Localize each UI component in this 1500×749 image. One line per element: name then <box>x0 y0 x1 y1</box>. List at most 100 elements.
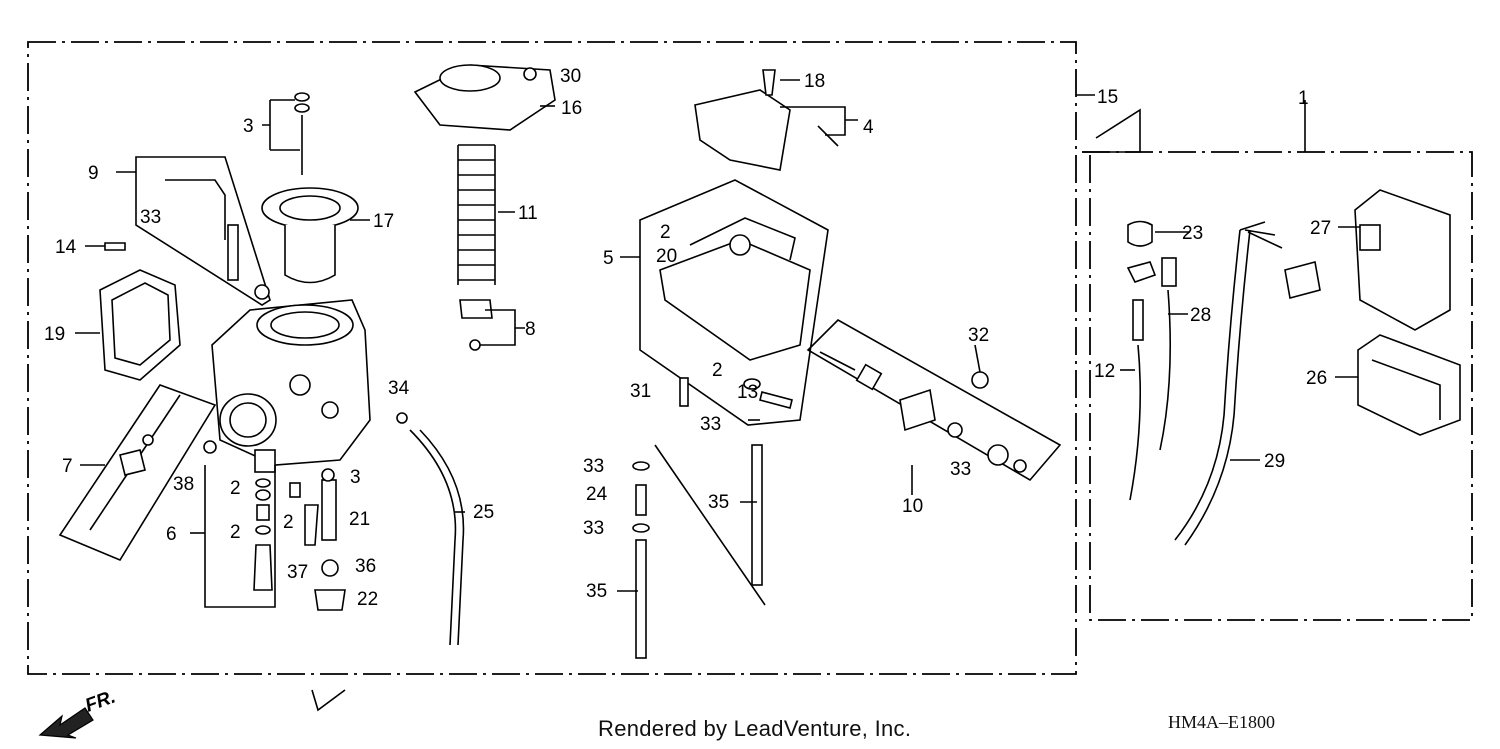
part-31-screw <box>679 377 689 407</box>
callout-1: 1 <box>1298 88 1309 109</box>
part-9-group-outline <box>135 156 271 306</box>
part-12-sensor-lead <box>1129 299 1144 501</box>
part-35-tube-lower <box>635 539 647 659</box>
part-34-clip <box>396 412 408 424</box>
part-10-spring <box>819 351 856 371</box>
callout-13: 13 <box>737 382 758 403</box>
callout-25: 25 <box>473 502 494 523</box>
callout-17: 17 <box>373 211 394 232</box>
callout-33: 33 <box>583 456 604 477</box>
callout-2: 2 <box>230 522 241 543</box>
part-9-spring <box>227 224 239 281</box>
callout-10: 10 <box>902 496 923 517</box>
frame-break-mark <box>1082 108 1141 153</box>
part-29-wire-harness <box>1174 221 1321 546</box>
callout-33: 33 <box>950 459 971 480</box>
part-23-cap <box>1127 220 1153 247</box>
callout-9: 9 <box>88 163 99 184</box>
callout-18: 18 <box>804 71 825 92</box>
callout-21: 21 <box>349 509 370 530</box>
callout-2: 2 <box>230 478 241 499</box>
callout-3: 3 <box>350 467 361 488</box>
callout-2: 2 <box>283 512 294 533</box>
callout-15: 15 <box>1097 87 1118 108</box>
callout-12: 12 <box>1094 361 1115 382</box>
front-direction-arrow-icon <box>38 707 94 739</box>
callout-35: 35 <box>708 492 729 513</box>
callout-7: 7 <box>62 456 73 477</box>
part-36-jet <box>321 559 339 577</box>
part-5-group-outline <box>639 179 829 426</box>
callout-33: 33 <box>583 518 604 539</box>
callout-23: 23 <box>1182 223 1203 244</box>
part-13-washer <box>743 378 761 390</box>
callout-19: 19 <box>44 324 65 345</box>
part-10-cover <box>899 388 936 432</box>
callout-20: 20 <box>656 246 677 267</box>
callout-26: 26 <box>1306 368 1327 389</box>
part-4-pin <box>817 125 839 147</box>
part-17-vacuum-piston <box>261 187 359 284</box>
part-9-hose <box>165 179 226 240</box>
diagram-code: HM4A–E1800 <box>1168 712 1275 732</box>
part-7-group-outline <box>58 384 217 562</box>
part-16-top-cover <box>413 64 556 131</box>
callout-29: 29 <box>1264 451 1285 472</box>
part-5-float-chamber <box>659 217 811 361</box>
part-4-float <box>694 89 791 171</box>
part-22-plug <box>314 589 346 611</box>
callout-4: 4 <box>863 117 874 138</box>
callout-37: 37 <box>287 562 308 583</box>
callout-36: 36 <box>355 556 376 577</box>
carburetor-assembly-frame <box>27 41 1077 675</box>
part-3-screw <box>321 468 335 482</box>
part-18-needle-valve <box>762 69 776 96</box>
callout-35: 35 <box>586 581 607 602</box>
front-marker: FR. <box>83 686 119 716</box>
callout-2: 2 <box>660 222 671 243</box>
kit-frame <box>1082 151 1473 621</box>
part-8-holder <box>459 299 493 319</box>
callout-38: 38 <box>173 474 194 495</box>
part-6-group-outline <box>204 465 276 608</box>
callout-30: 30 <box>560 66 581 87</box>
leader-lines <box>116 79 1360 592</box>
callout-11: 11 <box>518 203 538 224</box>
callout-2: 2 <box>712 360 723 381</box>
callout-8: 8 <box>525 319 536 340</box>
carburetor-body <box>211 299 371 473</box>
part-25-tube <box>409 429 457 646</box>
callout-27: 27 <box>1310 218 1331 239</box>
callout-3: 3 <box>243 116 254 137</box>
render-credit: Rendered by LeadVenture, Inc. <box>598 716 912 741</box>
callout-24: 24 <box>586 484 608 505</box>
callout-14: 14 <box>55 237 77 258</box>
callout-31: 31 <box>630 381 651 402</box>
part-38-screw <box>203 440 217 454</box>
part-19-cover <box>99 269 181 381</box>
part-27-ignition-module <box>1354 189 1451 331</box>
callout-16: 16 <box>561 98 582 119</box>
callout-28: 28 <box>1190 305 1211 326</box>
callout-5: 5 <box>603 248 614 269</box>
part-37-jet <box>304 504 319 546</box>
part-21-needle-jet <box>321 479 337 541</box>
tube-guide-line <box>654 444 766 606</box>
part-28-wire <box>1126 257 1177 451</box>
callout-32: 32 <box>968 325 989 346</box>
callout-6: 6 <box>166 524 177 545</box>
part-30-screw <box>523 67 537 81</box>
callout-33: 33 <box>700 414 721 435</box>
part-32-screw <box>971 371 989 389</box>
part-9-oring <box>254 284 270 300</box>
part-2-jet <box>289 482 301 498</box>
part-35-tube-upper <box>751 444 763 586</box>
callout-33: 33 <box>140 207 161 228</box>
part-24-joint <box>635 484 647 516</box>
callout-34: 34 <box>388 378 410 399</box>
part-26-holder <box>1357 334 1461 436</box>
part-14-screw <box>104 242 126 251</box>
callout-22: 22 <box>357 589 378 610</box>
frame-break-mark-bottom <box>311 689 346 712</box>
